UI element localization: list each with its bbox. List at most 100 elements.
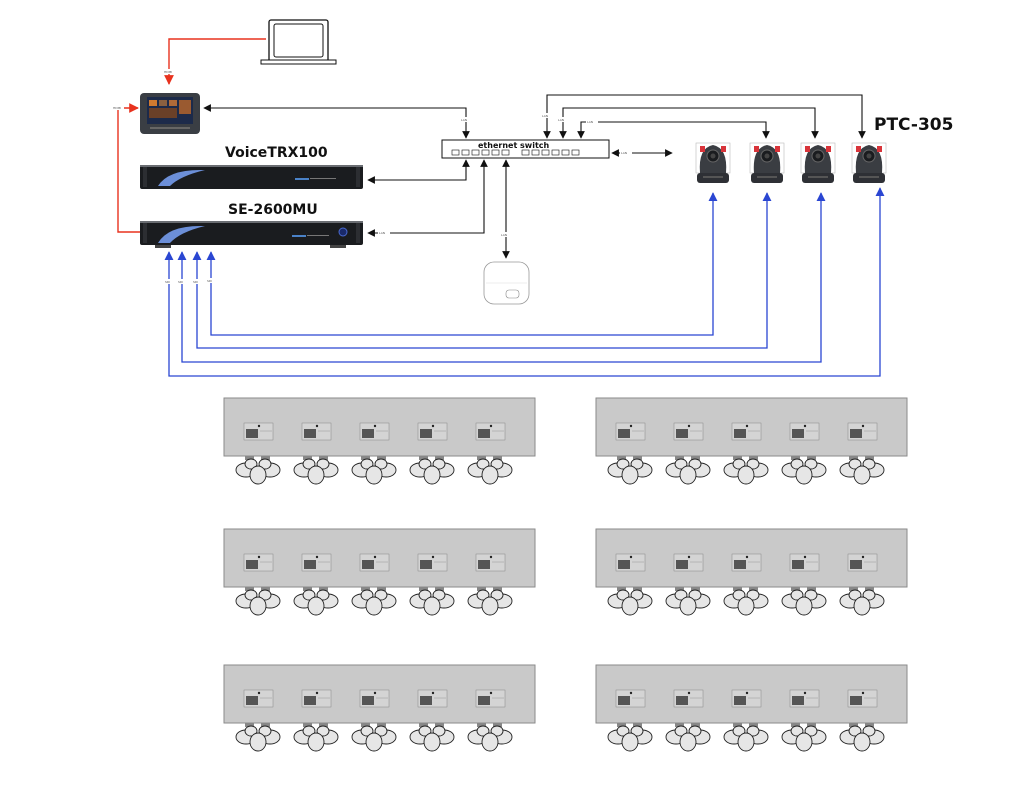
seat (665, 723, 711, 752)
conference-table-1 (223, 397, 536, 485)
cable-switch-to-controller (203, 104, 470, 139)
cable-camera-4-to-switcher (164, 187, 885, 377)
voicetrx-unit (140, 165, 363, 189)
seat (723, 456, 769, 485)
cable-switcher-to-controller (117, 103, 140, 233)
ptz-cameras (695, 142, 887, 183)
seat (467, 723, 513, 752)
seat (607, 587, 653, 616)
label-lan: LAN (621, 151, 627, 155)
conference-mic (243, 689, 274, 708)
ptz-camera-4 (851, 142, 887, 183)
seat (293, 723, 339, 752)
conference-mic (475, 553, 506, 572)
seat (467, 456, 513, 485)
switch-port (471, 149, 480, 156)
conference-mic (475, 689, 506, 708)
cable-switch-to-voicetrx (367, 159, 470, 184)
conference-mic (243, 553, 274, 572)
switch-port (481, 149, 490, 156)
seat (293, 587, 339, 616)
switch-port (571, 149, 580, 156)
seat (723, 723, 769, 752)
red-cables: HDMI HDMI (112, 38, 266, 233)
switch-port (501, 149, 510, 156)
conference-mic (673, 689, 704, 708)
label-lan: LAN (587, 120, 593, 124)
conference-mic (731, 422, 762, 441)
sdi-labels: SDI SDI SDI SDI (164, 278, 216, 284)
camera-model-label: PTC-305 (874, 115, 953, 135)
conference-mic (301, 689, 332, 708)
lan-labels: LAN LAN LAN LAN LAN LAN LAN (378, 113, 632, 237)
conference-mic (615, 689, 646, 708)
sdi-cables (164, 187, 885, 377)
label-sdi: SDI (207, 279, 212, 283)
conference-mic (847, 689, 878, 708)
switch-port (491, 149, 500, 156)
conference-table-4 (595, 528, 908, 616)
conference-mic (301, 422, 332, 441)
conference-mic (789, 689, 820, 708)
ptz-camera-1 (695, 142, 731, 183)
seat (665, 587, 711, 616)
seat (409, 587, 455, 616)
conference-table-2 (595, 397, 908, 485)
label-lan: LAN (501, 233, 507, 237)
label-lan: LAN (379, 231, 385, 235)
conference-mic (417, 422, 448, 441)
label-sdi: SDI (178, 280, 183, 284)
conference-mic (847, 553, 878, 572)
conference-mic (789, 422, 820, 441)
ethernet-switch-label: ethernet switch (478, 141, 550, 150)
conference-mic (673, 422, 704, 441)
laptop-icon (260, 19, 337, 65)
seat (607, 723, 653, 752)
seat (607, 456, 653, 485)
conference-mic (789, 553, 820, 572)
ptz-camera-2 (749, 142, 785, 183)
seat (235, 456, 281, 485)
seating-area (223, 397, 908, 752)
conference-mic (847, 422, 878, 441)
label-hdmi-1: HDMI (164, 70, 172, 74)
switch-port (551, 149, 560, 156)
conference-table-5 (223, 664, 536, 752)
label-lan: LAN (558, 118, 564, 122)
switcher-unit (140, 221, 363, 248)
access-point (483, 261, 530, 305)
switch-port (521, 149, 530, 156)
seat (839, 587, 885, 616)
seat (723, 587, 769, 616)
switch-port (461, 149, 470, 156)
seat (351, 587, 397, 616)
conference-table-6 (595, 664, 908, 752)
cable-camera-1-to-switcher (206, 192, 718, 336)
conference-mic (417, 689, 448, 708)
switch-port (561, 149, 570, 156)
cable-laptop-to-controller (164, 38, 266, 85)
conference-table-3 (223, 528, 536, 616)
seat (409, 723, 455, 752)
cable-switch-to-camera-3 (559, 107, 819, 139)
cable-camera-2-to-switcher (192, 192, 772, 349)
conference-mic (243, 422, 274, 441)
seat (781, 723, 827, 752)
seat (235, 587, 281, 616)
label-sdi: SDI (165, 280, 170, 284)
switch-port (531, 149, 540, 156)
cable-switch-to-camera-2 (577, 121, 770, 139)
conference-mic (673, 553, 704, 572)
conference-mic (475, 422, 506, 441)
conference-mic (417, 553, 448, 572)
seat (839, 723, 885, 752)
switcher-label: SE-2600MU (228, 202, 318, 218)
conference-mic (615, 553, 646, 572)
ptz-camera-3 (800, 142, 836, 183)
conference-mic (731, 553, 762, 572)
conference-mic (615, 422, 646, 441)
label-lan: LAN (542, 114, 548, 118)
conference-mic (359, 689, 390, 708)
cable-camera-3-to-switcher (177, 192, 826, 363)
